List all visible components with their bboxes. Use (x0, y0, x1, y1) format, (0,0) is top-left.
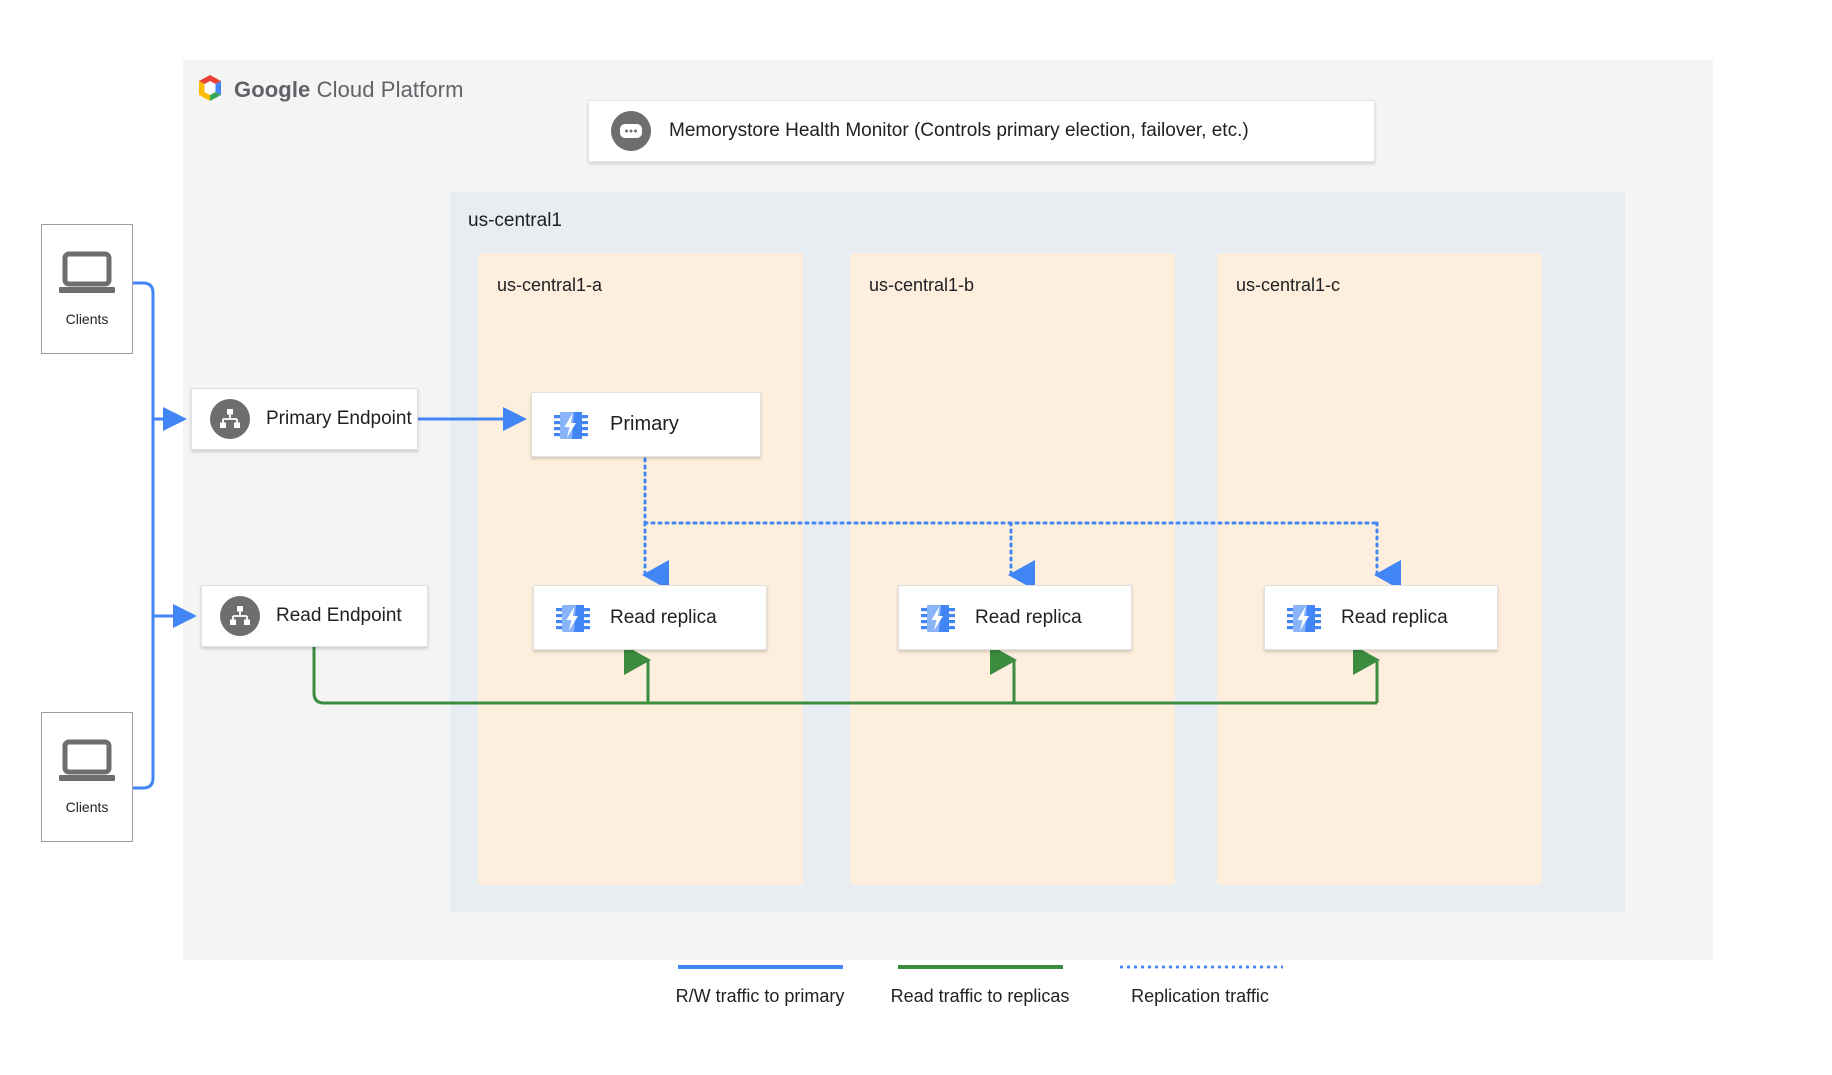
legend-item-replication: Replication traffic (1100, 965, 1300, 1027)
legend-swatch-replication (1117, 965, 1283, 969)
clients-bottom: Clients (41, 712, 133, 842)
primary-endpoint-label: Primary Endpoint (266, 408, 412, 429)
legend: R/W traffic to primary Read traffic to r… (660, 965, 1300, 1027)
hierarchy-endpoint-icon (220, 596, 260, 636)
legend-item-read: Read traffic to replicas (880, 965, 1080, 1027)
health-monitor-card: Memorystore Health Monitor (Controls pri… (588, 100, 1375, 162)
legend-item-rw: R/W traffic to primary (660, 965, 860, 1027)
read-endpoint-label: Read Endpoint (276, 605, 402, 626)
google-cloud-hexagon-icon (196, 73, 224, 108)
gcp-brand-text: Google Cloud Platform (234, 77, 464, 103)
read-replica-card-b[interactable]: Read replica (898, 585, 1132, 650)
clients-top-label: Clients (65, 311, 109, 327)
laptop-icon (57, 739, 117, 785)
health-monitor-label: Memorystore Health Monitor (Controls pri… (669, 120, 1249, 141)
health-monitor-chip-icon (611, 111, 651, 151)
primary-node-label: Primary (610, 413, 679, 435)
legend-swatch-read (897, 965, 1063, 969)
memorystore-chip-icon (1285, 599, 1323, 637)
legend-label-read: Read traffic to replicas (890, 986, 1070, 1006)
zone-us-central1-c: us-central1-c (1217, 253, 1542, 885)
read-endpoint-card[interactable]: Read Endpoint (201, 585, 428, 647)
memorystore-chip-icon (919, 599, 957, 637)
gcp-brand: Google Cloud Platform (196, 73, 464, 107)
read-replica-label-c: Read replica (1341, 606, 1448, 628)
primary-endpoint-card[interactable]: Primary Endpoint (191, 388, 418, 450)
legend-label-rw: R/W traffic to primary (675, 986, 845, 1006)
zone-label-b: us-central1-b (869, 275, 975, 295)
zone-us-central1-b: us-central1-b (850, 253, 1175, 885)
laptop-icon (57, 251, 117, 297)
memorystore-chip-icon (554, 599, 592, 637)
read-replica-label-b: Read replica (975, 606, 1082, 628)
zone-us-central1-a: us-central1-a (478, 253, 803, 885)
legend-label-replication: Replication traffic (1131, 986, 1269, 1006)
clients-top: Clients (41, 224, 133, 354)
zone-label-c: us-central1-c (1236, 275, 1341, 295)
read-replica-label-a: Read replica (610, 606, 717, 628)
memorystore-chip-icon (552, 406, 590, 444)
zone-label-a: us-central1-a (497, 275, 603, 295)
gcp-brand-cloud-platform: Cloud Platform (316, 77, 464, 102)
gcp-brand-google: Google (234, 77, 311, 102)
read-replica-card-c[interactable]: Read replica (1264, 585, 1498, 650)
legend-swatch-rw (677, 965, 843, 969)
region-label: us-central1 (468, 210, 562, 231)
primary-node-card[interactable]: Primary (531, 392, 761, 457)
hierarchy-endpoint-icon (210, 399, 250, 439)
clients-bottom-label: Clients (65, 799, 109, 815)
read-replica-card-a[interactable]: Read replica (533, 585, 767, 650)
